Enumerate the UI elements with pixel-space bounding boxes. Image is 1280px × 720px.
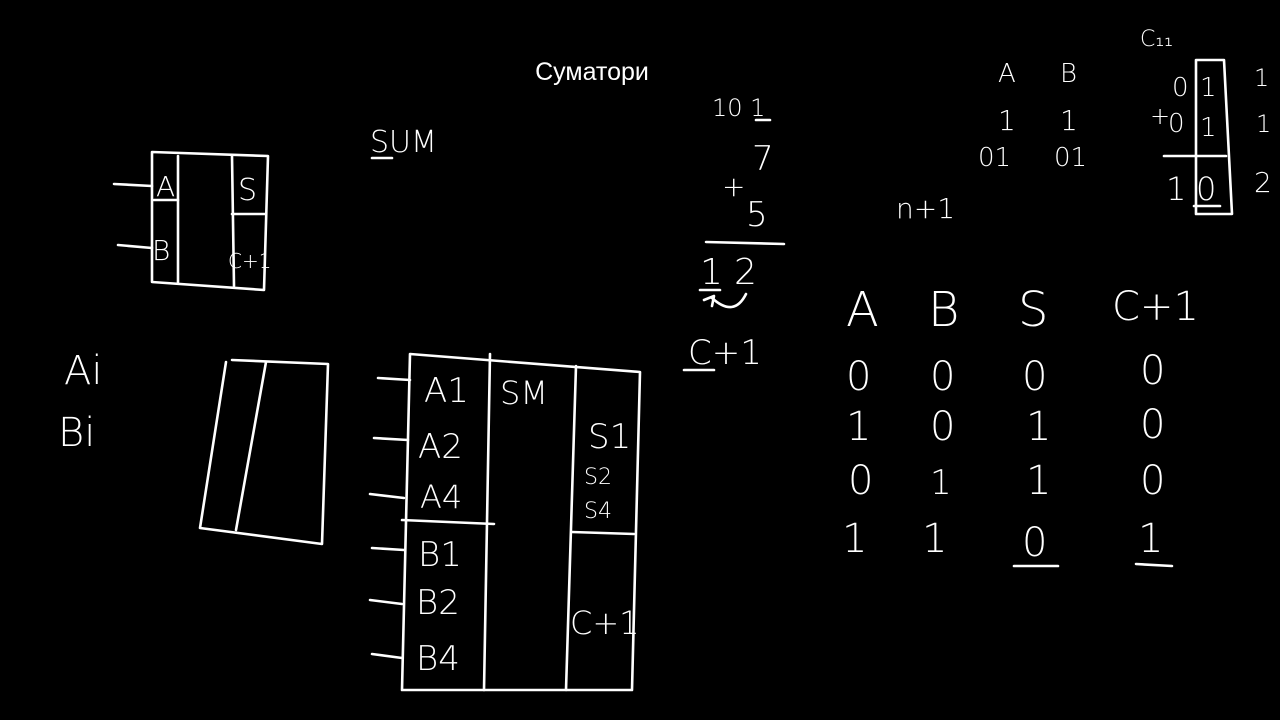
b-input-2: B2	[416, 583, 460, 623]
truth-cell: 1	[846, 404, 871, 450]
binary-side-1: 1	[1254, 64, 1269, 92]
truth-cell: 1	[930, 463, 952, 503]
decimal-operator: +	[722, 170, 745, 203]
truth-cell: 0	[1140, 458, 1165, 504]
small-adder-block: A B S C+1	[112, 150, 271, 292]
truth-cell: 0	[848, 458, 873, 504]
truth-cell: 1	[922, 516, 947, 562]
carry-result-underline	[1134, 562, 1174, 568]
s-output-1: S1	[588, 417, 631, 457]
binary-op: +	[1150, 102, 1170, 130]
truth-cell: 1	[842, 516, 867, 562]
binary-mid-1: 1	[1200, 113, 1217, 143]
binary-row1-b: 1	[1060, 104, 1078, 137]
a-input-2: A2	[418, 427, 463, 467]
truth-cell: 1	[1026, 458, 1051, 504]
decimal-result-tens: 1	[700, 252, 723, 293]
binary-addition-example: A B 1 1 01 01 C₁₁ 0 1 + 0 1 1 0 1 1 2 n+…	[896, 27, 1272, 225]
binary-row2-a: 01	[978, 143, 1011, 173]
input-a-label: Ai	[64, 348, 102, 394]
truth-cell: 0	[930, 404, 955, 450]
input-b-label: Bi	[58, 410, 95, 456]
page-title: Суматори	[535, 58, 649, 86]
binary-side-3: 2	[1254, 166, 1272, 199]
binary-top-1: 1	[1200, 73, 1217, 103]
small-in-a: A	[156, 170, 175, 203]
decimal-addition-example: 10 1 7 + 5 1 2 C+1	[682, 94, 786, 373]
binary-mid-0: 0	[1168, 109, 1185, 139]
small-in-b: B	[152, 234, 170, 267]
multi-bit-adder-block: A1 A2 A4 B1 B2 B4 SM S1 S2 S4 C+1	[368, 352, 642, 692]
small-out-c: C+1	[228, 249, 271, 273]
truth-cell: 0	[930, 354, 955, 400]
truth-cell: 0	[1140, 348, 1165, 394]
truth-table: A B S C+1 0 0 0 0 1 0 1 0 0 1 1 0 1 1 0 …	[842, 282, 1199, 568]
binary-side-2: 1	[1256, 110, 1271, 138]
binary-header-a: A	[998, 59, 1016, 89]
binary-result-0: 1	[1166, 170, 1186, 208]
truth-header-b: B	[928, 282, 959, 338]
truth-header-s: S	[1018, 282, 1048, 338]
truth-cell: 0	[1022, 520, 1047, 566]
decimal-carry: C+1	[688, 333, 762, 373]
a-input-1: A1	[424, 371, 469, 411]
a-input-4: A4	[420, 478, 462, 516]
binary-carry-label: C₁₁	[1140, 27, 1173, 52]
sm-label: SM	[500, 374, 548, 412]
blank-block-sketch	[198, 358, 330, 546]
decimal-operand-b: 5	[746, 195, 768, 235]
truth-cell: 0	[1022, 354, 1047, 400]
s-output-2: S2	[584, 465, 612, 490]
decimal-operand-a: 7	[752, 139, 774, 179]
b-input-4: B4	[416, 639, 460, 679]
truth-header-carry: C+1	[1112, 284, 1199, 330]
small-out-s: S	[238, 173, 257, 208]
truth-cell: 0	[846, 354, 871, 400]
decimal-result-ones: 2	[734, 252, 757, 293]
decimal-top-digits: 10 1	[712, 94, 765, 122]
truth-cell: 1	[1026, 404, 1051, 450]
binary-row1-a: 1	[998, 104, 1016, 137]
b-input-1: B1	[418, 535, 462, 575]
binary-top-0: 0	[1172, 73, 1189, 103]
s-output-4: S4	[584, 499, 612, 524]
truth-header-a: A	[846, 282, 879, 338]
truth-cell: 1	[1138, 516, 1163, 562]
sum-label: SUM	[370, 125, 437, 160]
binary-row2-b: 01	[1054, 143, 1087, 173]
carry-output: C+1	[570, 604, 640, 642]
base-note: n+1	[896, 192, 955, 225]
binary-header-b: B	[1060, 59, 1077, 89]
binary-result-1: 0	[1196, 170, 1216, 208]
truth-cell: 0	[1140, 402, 1165, 448]
